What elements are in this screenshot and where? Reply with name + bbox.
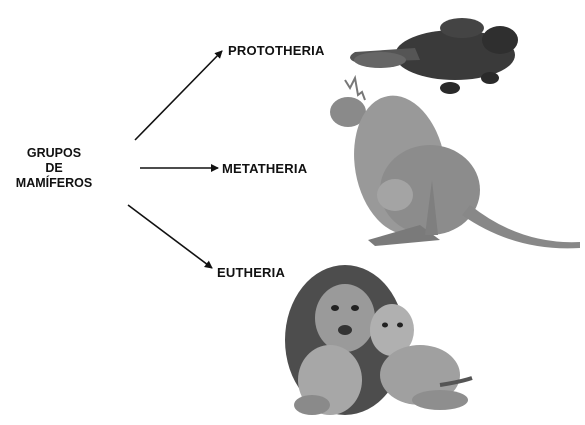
lion-icon <box>285 265 472 415</box>
kangaroo-icon <box>330 78 580 248</box>
platypus-icon <box>350 18 518 94</box>
branch-label-eutheria: EUTHERIA <box>217 265 285 280</box>
arrow-eutheria <box>128 205 212 268</box>
branch-label-prototheria: PROTOTHERIA <box>228 43 325 58</box>
arrow-prototheria <box>135 51 222 140</box>
branch-label-metatheria: METATHERIA <box>222 161 307 176</box>
